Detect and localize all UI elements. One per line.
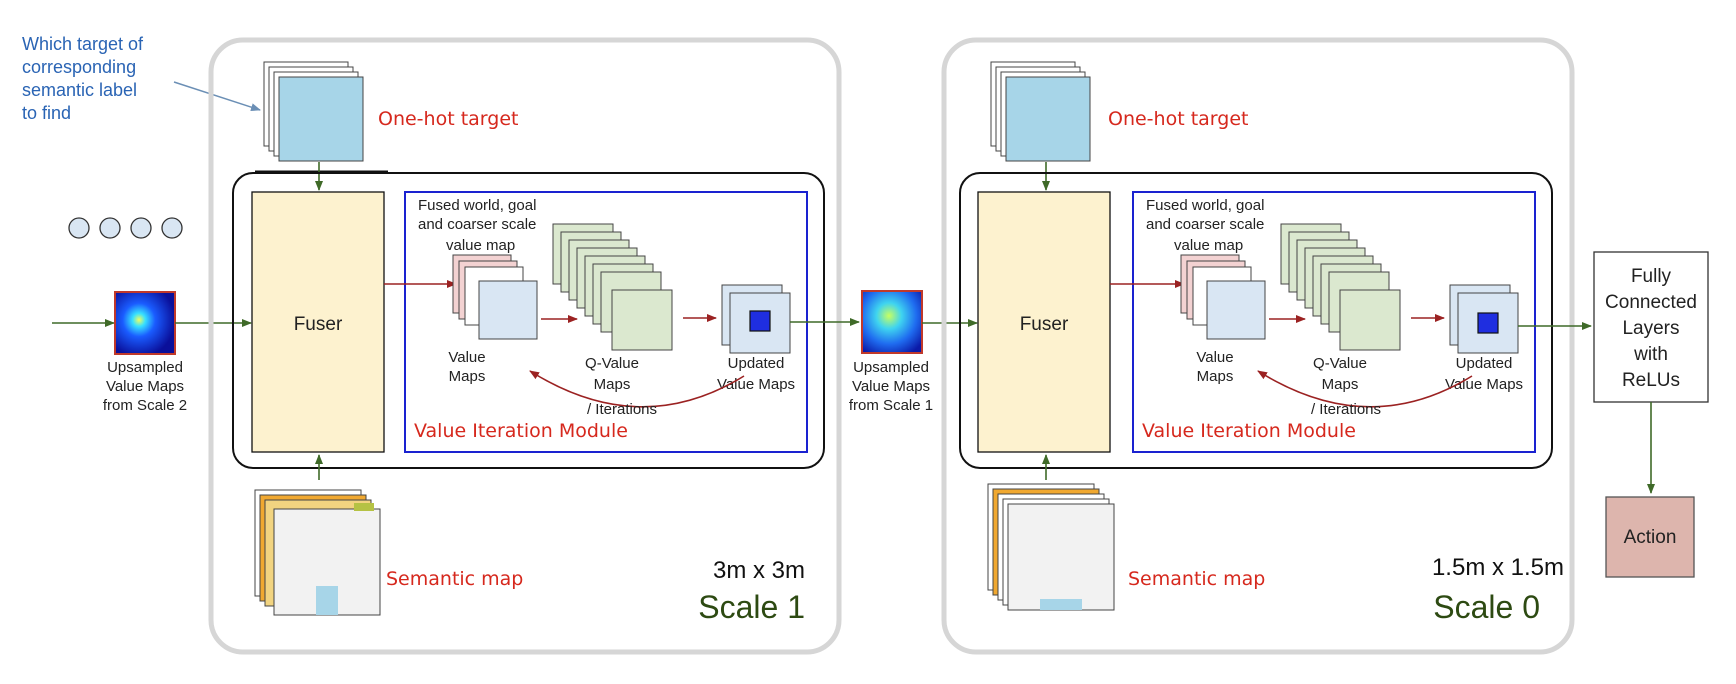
one-hot-target-map — [278, 76, 364, 162]
fused-label-line-1: Fused world, goal — [418, 197, 536, 214]
fuser-label: Fuser — [1020, 314, 1069, 335]
scale-1-name: Scale 1 — [698, 589, 805, 625]
one-hot-target-label: One-hot target — [378, 108, 518, 130]
fc-line-5: ReLUs — [1622, 370, 1680, 391]
iterations-label: / Iterations — [1311, 401, 1381, 418]
left-input-line-1: Upsampled — [107, 359, 183, 376]
ellipsis-circle — [68, 217, 90, 239]
fused-label-line-2: and coarser scale — [418, 216, 536, 233]
middle-input: Upsampled Value Maps from Scale 1 — [790, 290, 978, 414]
selected-value-cell — [1477, 312, 1499, 334]
ellipsis-circle — [161, 217, 183, 239]
q-value-maps-stack — [1280, 223, 1401, 351]
left-input-line-3: from Scale 2 — [103, 397, 187, 414]
q-value-label-line-1: Q-Value — [585, 355, 639, 372]
iterations-label: / Iterations — [587, 401, 657, 418]
upsampled-value-map-scale2 — [114, 291, 176, 355]
one-hot-target-label: One-hot target — [1108, 108, 1248, 130]
value-iteration-module-label: Value Iteration Module — [1142, 420, 1356, 442]
q-value-label-line-2: Maps — [1322, 376, 1359, 393]
value-iteration-module-label: Value Iteration Module — [414, 420, 628, 442]
left-input: Upsampled Value Maps from Scale 2 — [52, 291, 252, 414]
output-head: Fully Connected Layers with ReLUs Action — [1518, 251, 1709, 578]
scale-0-module-box — [959, 172, 1553, 469]
annotation-arrow — [173, 81, 261, 112]
fc-line-2: Connected — [1605, 292, 1697, 313]
fc-line-1: Fully — [1631, 266, 1672, 287]
semantic-target-region — [316, 586, 338, 615]
selected-value-cell — [749, 310, 771, 332]
fused-label-line-2: and coarser scale — [1146, 216, 1264, 233]
value-maps-stack — [1180, 254, 1266, 340]
middle-input-line-3: from Scale 1 — [849, 397, 933, 414]
annotation-line-2: corresponding — [22, 57, 136, 77]
fuser-block — [251, 191, 385, 453]
fc-line-4: with — [1633, 344, 1668, 365]
left-input-line-2: Value Maps — [106, 378, 184, 395]
scale-1-frame — [208, 37, 842, 655]
q-value-map — [1339, 289, 1401, 351]
semantic-target-region — [1040, 599, 1082, 610]
value-maps-label-line-2: Maps — [449, 368, 486, 385]
updated-label-line-1: Updated — [1456, 355, 1513, 372]
iteration-loop-arrow — [529, 370, 745, 408]
fused-label-line-1: Fused world, goal — [1146, 197, 1264, 214]
value-map — [1206, 280, 1266, 340]
scale-0-size: 1.5m x 1.5m — [1432, 554, 1564, 581]
ellipsis-circle — [99, 217, 121, 239]
action-block — [1605, 496, 1695, 578]
value-maps-label-line-2: Maps — [1197, 368, 1234, 385]
q-value-label-line-2: Maps — [594, 376, 631, 393]
fused-label-line-3: value map — [446, 237, 515, 254]
ellipsis-circles — [68, 217, 183, 239]
fused-label-line-3: value map — [1174, 237, 1243, 254]
middle-input-line-1: Upsampled — [853, 359, 929, 376]
middle-input-line-2: Value Maps — [852, 378, 930, 395]
annotation-line-4: to find — [22, 103, 71, 123]
upsampled-value-map-scale1 — [861, 290, 923, 354]
value-maps-label-line-1: Value — [1196, 349, 1233, 366]
value-maps-stack — [452, 254, 538, 340]
annotation-note: Which target of corresponding semantic l… — [22, 34, 261, 123]
one-hot-target-stack — [990, 61, 1091, 162]
scale-1-size: 3m x 3m — [713, 557, 805, 584]
value-maps-label-line-1: Value — [448, 349, 485, 366]
semantic-map-label: Semantic map — [386, 568, 523, 590]
annotation-line-3: semantic label — [22, 80, 137, 100]
scale-0-frame — [941, 37, 1575, 655]
fuser-label: Fuser — [294, 314, 343, 335]
updated-value-maps-stack — [1449, 284, 1519, 354]
ellipsis-circle — [130, 217, 152, 239]
annotation-line-1: Which target of — [22, 34, 144, 54]
one-hot-target-map — [1005, 76, 1091, 162]
value-iteration-module — [1132, 191, 1536, 453]
value-map — [478, 280, 538, 340]
scale-1-module-box — [232, 172, 825, 469]
one-hot-target-stack — [263, 61, 364, 162]
updated-label-line-1: Updated — [728, 355, 785, 372]
q-value-maps-stack — [552, 223, 673, 351]
scale-0-panel: One-hot target Fuser Fused world, goal a… — [941, 37, 1575, 655]
q-value-label-line-1: Q-Value — [1313, 355, 1367, 372]
semantic-map-stack — [987, 483, 1115, 611]
q-value-map — [611, 289, 673, 351]
iteration-loop-arrow — [1257, 370, 1473, 408]
scale-0-name: Scale 0 — [1433, 589, 1540, 625]
updated-value-maps-stack — [721, 284, 791, 354]
action-label: Action — [1624, 527, 1677, 548]
semantic-map-label: Semantic map — [1128, 568, 1265, 590]
semantic-map — [1007, 503, 1115, 611]
fc-line-3: Layers — [1622, 318, 1679, 339]
semantic-map-stack — [254, 489, 381, 616]
fully-connected-block — [1593, 251, 1709, 403]
fuser-block — [977, 191, 1111, 453]
scale-1-panel: One-hot target Fuser Fused world, goal a… — [208, 37, 842, 655]
